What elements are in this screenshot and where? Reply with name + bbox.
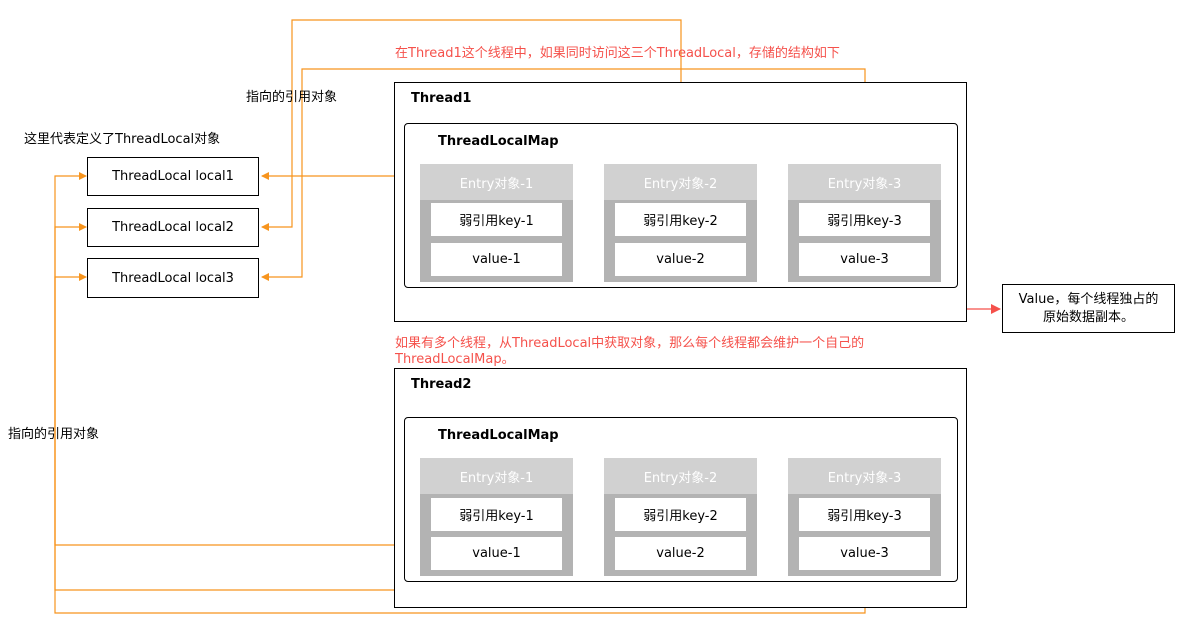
- threadlocal-definition-label: 这里代表定义了ThreadLocal对象: [24, 132, 221, 147]
- threadlocal-box-3: ThreadLocal local3: [87, 258, 259, 298]
- threadlocal-label: ThreadLocal local2: [112, 220, 234, 235]
- entry-head: Entry对象-1: [420, 458, 573, 494]
- entry-3: Entry对象-3 弱引用key-3 value-3: [788, 164, 941, 282]
- value-note-line2: 原始数据副本。: [1042, 310, 1134, 325]
- entry-key: 弱引用key-3: [799, 203, 930, 236]
- entry-key: 弱引用key-1: [431, 498, 562, 531]
- entry-key: 弱引用key-2: [615, 498, 746, 531]
- entry-3: Entry对象-3 弱引用key-3 value-3: [788, 458, 941, 576]
- entry-value: value-1: [431, 537, 562, 570]
- entry-value: value-2: [615, 243, 746, 276]
- multi-thread-caption-line1: 如果有多个线程，从ThreadLocal中获取对象，那么每个线程都会维护一个自己…: [395, 336, 865, 351]
- threadlocal-label: ThreadLocal local1: [112, 169, 234, 184]
- entry-key: 弱引用key-2: [615, 203, 746, 236]
- entry-1: Entry对象-1 弱引用key-1 value-1: [420, 164, 573, 282]
- entry-2: Entry对象-2 弱引用key-2 value-2: [604, 164, 757, 282]
- pointer-label-top: 指向的引用对象: [246, 90, 338, 105]
- thread-title: Thread1: [411, 91, 472, 106]
- threadlocal-box-2: ThreadLocal local2: [87, 208, 259, 247]
- map-title: ThreadLocalMap: [438, 428, 559, 443]
- entry-head: Entry对象-3: [788, 164, 941, 200]
- entry-2: Entry对象-2 弱引用key-2 value-2: [604, 458, 757, 576]
- entry-value: value-3: [799, 243, 930, 276]
- entry-value: value-2: [615, 537, 746, 570]
- entry-head: Entry对象-2: [604, 164, 757, 200]
- pointer-label-left: 指向的引用对象: [8, 427, 100, 442]
- entry-head: Entry对象-2: [604, 458, 757, 494]
- entry-key: 弱引用key-1: [431, 203, 562, 236]
- entry-1: Entry对象-1 弱引用key-1 value-1: [420, 458, 573, 576]
- entry-value: value-1: [431, 243, 562, 276]
- threadlocal-box-1: ThreadLocal local1: [87, 157, 259, 196]
- entry-head: Entry对象-3: [788, 458, 941, 494]
- value-note-box: Value，每个线程独占的 原始数据副本。: [1002, 284, 1175, 333]
- map-title: ThreadLocalMap: [438, 134, 559, 149]
- entry-key: 弱引用key-3: [799, 498, 930, 531]
- thread-title: Thread2: [411, 377, 472, 392]
- threadlocal-label: ThreadLocal local3: [112, 270, 234, 286]
- entry-head: Entry对象-1: [420, 164, 573, 200]
- multi-thread-caption-line2: ThreadLocalMap。: [395, 352, 515, 367]
- entry-value: value-3: [799, 537, 930, 570]
- value-note-line1: Value，每个线程独占的: [1018, 292, 1159, 307]
- thread1-caption: 在Thread1这个线程中，如果同时访问这三个ThreadLocal，存储的结构…: [395, 46, 840, 61]
